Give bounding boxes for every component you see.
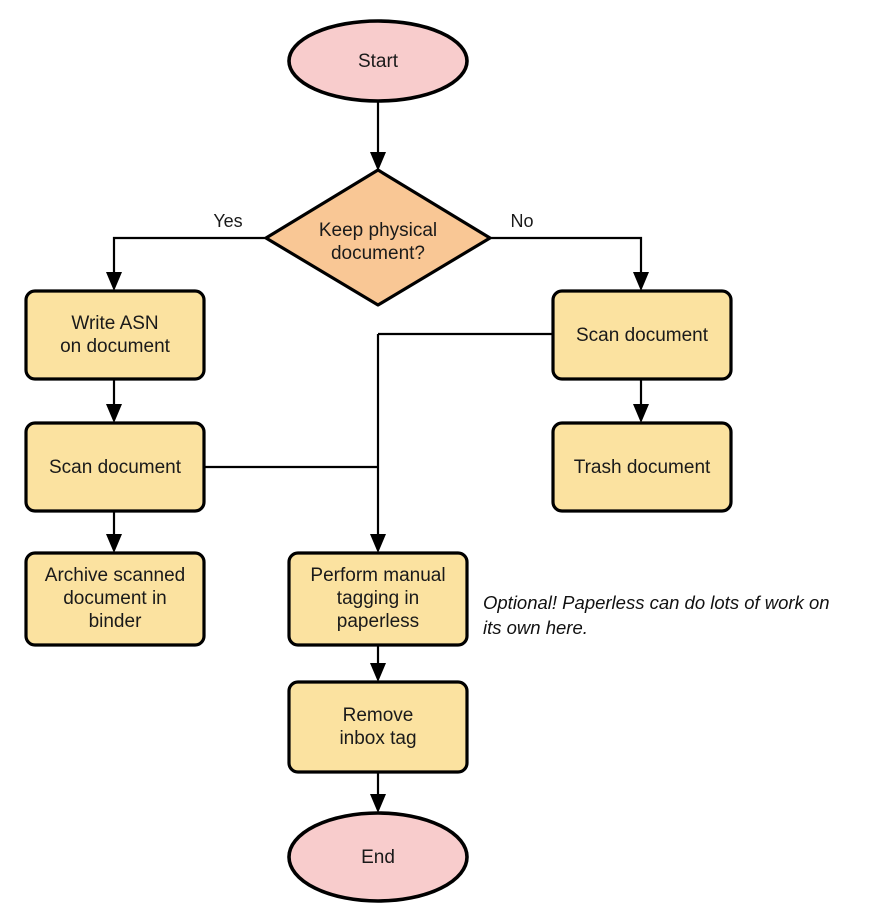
arrowhead-yes <box>106 272 122 291</box>
trash-document-label: Trash document <box>574 457 711 478</box>
end-label: End <box>361 847 395 868</box>
node-start[interactable]: Start <box>287 19 469 103</box>
remove-inbox-tag-label-line1: Remove <box>343 705 414 726</box>
annotation-optional-note: Optional! Paperless can do lots of work … <box>483 592 830 638</box>
edge-line-no <box>490 236 643 281</box>
edge-start-to-decision <box>370 101 386 171</box>
node-write-asn[interactable]: Write ASN on document <box>24 289 206 381</box>
edge-label-yes: Yes <box>213 211 242 231</box>
arrowhead-removeinbox-end <box>370 794 386 813</box>
node-scan-document-left[interactable]: Scan document <box>24 421 206 513</box>
archive-label-line1: Archive scanned <box>45 565 185 586</box>
edge-label-no: No <box>510 211 533 231</box>
write-asn-label-line1: Write ASN <box>71 313 158 334</box>
node-end[interactable]: End <box>287 811 469 903</box>
node-perform-manual-tagging[interactable]: Perform manual tagging in paperless <box>287 551 469 647</box>
edge-merge-to-manual-tagging <box>370 334 386 553</box>
decision-label-line1: Keep physical <box>319 220 437 241</box>
start-ellipse[interactable] <box>287 19 469 103</box>
write-asn-box[interactable] <box>24 289 206 381</box>
manual-tagging-label-line1: Perform manual <box>310 565 445 586</box>
manual-tagging-label-line3: paperless <box>337 611 419 632</box>
edge-manual-tagging-to-remove-inbox <box>370 645 386 682</box>
arrowhead-writeasn-scanleft <box>106 404 122 423</box>
annotation-note-line1: Optional! Paperless can do lots of work … <box>483 592 830 613</box>
scan-document-right-box[interactable] <box>551 289 733 381</box>
arrowhead-scanleft-archive <box>106 534 122 553</box>
arrowhead-start-decision <box>370 152 386 171</box>
node-scan-document-right[interactable]: Scan document <box>551 289 733 381</box>
write-asn-label-line2: on document <box>60 336 171 357</box>
edge-labels-layer: Yes No <box>213 211 533 231</box>
remove-inbox-tag-label-line2: inbox tag <box>339 728 416 749</box>
edges-layer <box>106 101 649 813</box>
end-ellipse[interactable] <box>287 811 469 903</box>
edge-scan-left-to-archive <box>106 511 122 553</box>
arrowhead-merge-manualtagging <box>370 534 386 553</box>
node-archive-scanned-document[interactable]: Archive scanned document in binder <box>24 551 206 647</box>
scan-document-left-box[interactable] <box>24 421 206 513</box>
edge-line-yes <box>112 236 265 281</box>
arrowhead-no <box>633 272 649 291</box>
manual-tagging-label-line2: tagging in <box>337 588 419 609</box>
edge-decision-no-to-scan-right <box>490 236 649 291</box>
node-trash-document[interactable]: Trash document <box>551 421 733 513</box>
annotation-note-line2: its own here. <box>483 617 588 638</box>
decision-label-line2: document? <box>331 243 425 264</box>
scan-document-right-label: Scan document <box>576 325 709 346</box>
node-decision-keep-physical-document[interactable]: Keep physical document? <box>264 168 492 307</box>
archive-label-line3: binder <box>89 611 142 632</box>
arrowhead-scanright-trash <box>633 404 649 423</box>
arrowhead-manualtagging-removeinbox <box>370 663 386 682</box>
node-remove-inbox-tag[interactable]: Remove inbox tag <box>287 680 469 774</box>
remove-inbox-tag-box[interactable] <box>287 680 469 774</box>
archive-label-line2: document in <box>63 588 167 609</box>
scan-document-left-label: Scan document <box>49 457 182 478</box>
manual-tagging-box[interactable] <box>287 551 469 647</box>
decision-diamond[interactable] <box>264 168 492 307</box>
edge-remove-inbox-to-end <box>370 772 386 813</box>
archive-box[interactable] <box>24 551 206 647</box>
trash-document-box[interactable] <box>551 421 733 513</box>
start-label: Start <box>358 51 399 72</box>
edge-write-asn-to-scan-left <box>106 379 122 423</box>
edge-scan-right-to-trash <box>633 379 649 423</box>
edge-decision-yes-to-write-asn <box>106 236 265 291</box>
